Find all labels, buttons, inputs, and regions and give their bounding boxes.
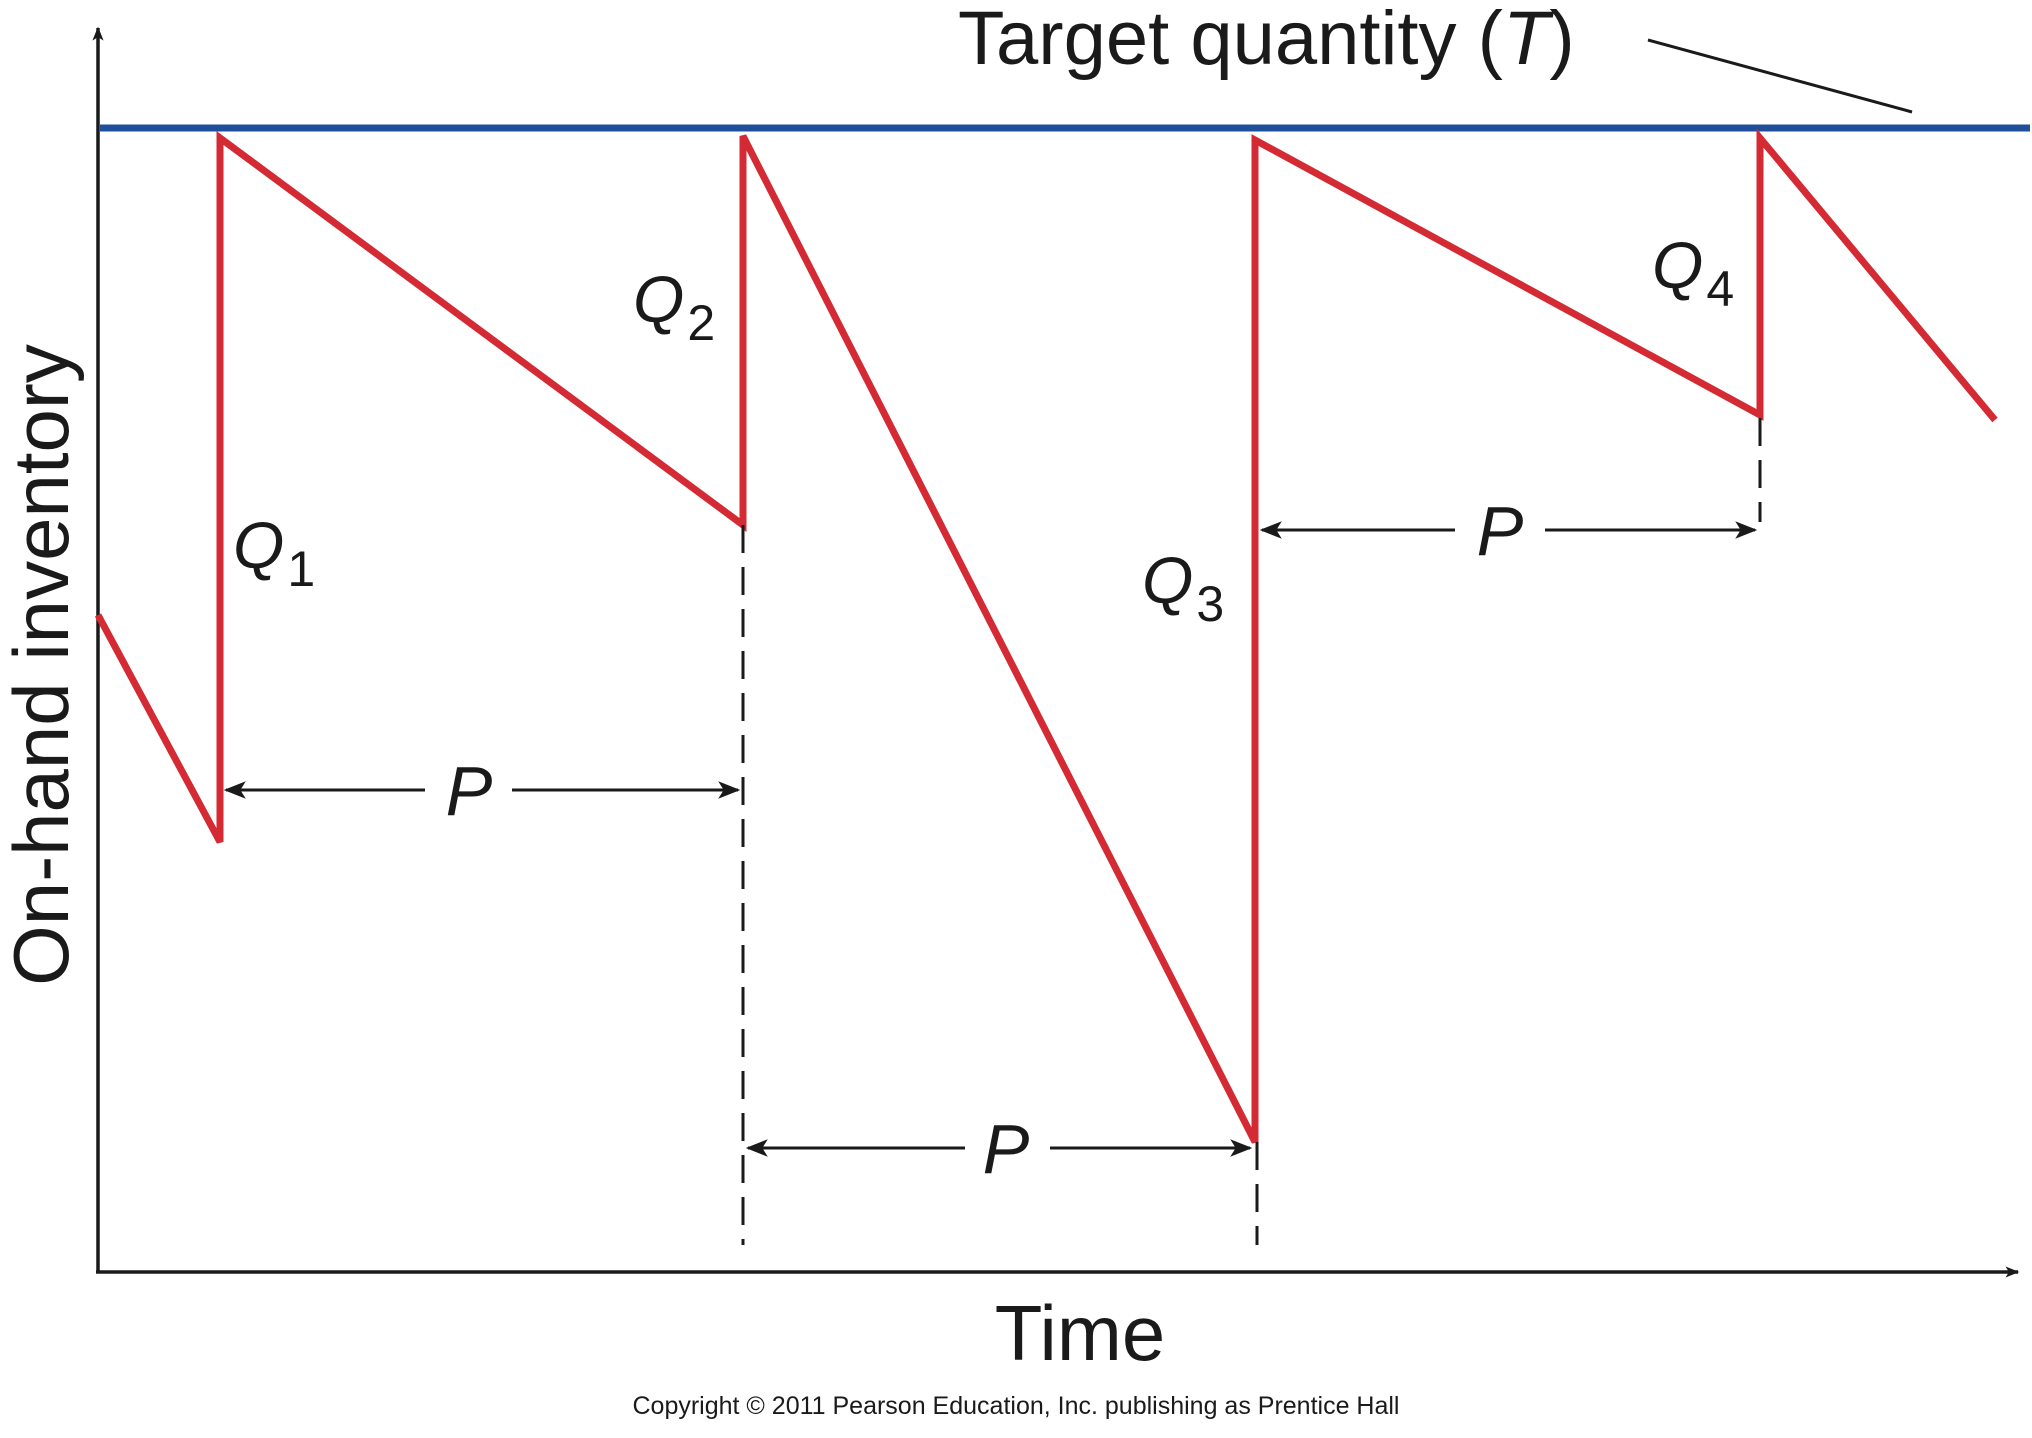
order-quantity-label-3: Q3 [1142,543,1224,632]
copyright-notice: Copyright © 2011 Pearson Education, Inc.… [632,1392,1399,1420]
x-axis-label: Time [995,1289,1165,1377]
order-quantity-label-2: Q2 [633,262,715,351]
review-period-1: P [223,752,741,830]
target-label-leader [1647,38,1913,114]
on-hand-inventory-line [94,128,1998,1144]
review-period-label: P [1477,492,1524,570]
order-quantity-label-1: Q1 [233,508,315,597]
y-axis-label: On-hand inventory [0,344,85,986]
order-quantity-label-4: Q4 [1652,228,1734,317]
target-variable: T [1503,0,1554,81]
review-period-label: P [983,1110,1030,1188]
review-period-2: P [745,1110,1253,1188]
review-period-3: P [1259,492,1758,570]
target-quantity-label: Target quantity (T) [958,0,1575,81]
review-period-label: P [446,752,493,830]
